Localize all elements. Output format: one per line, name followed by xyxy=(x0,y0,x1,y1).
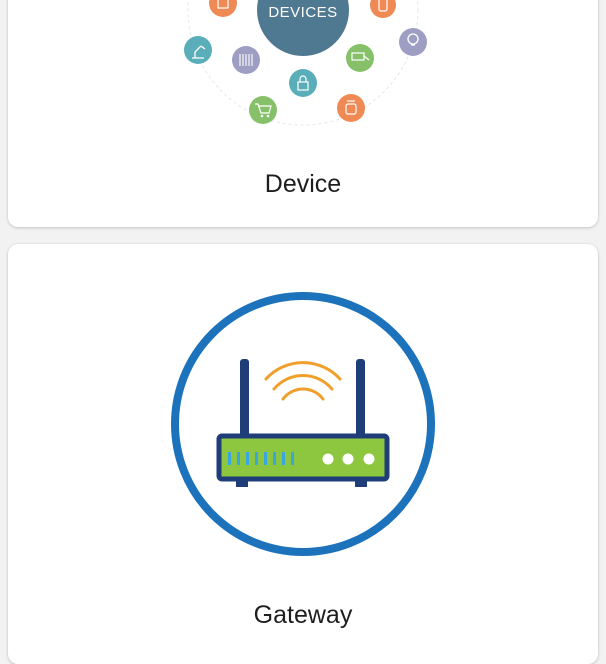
router-body xyxy=(216,433,390,482)
wifi-signal-icon xyxy=(264,361,342,401)
radiator-icon xyxy=(232,46,260,74)
gateway-router-icon xyxy=(171,292,435,556)
gateway-card-label: Gateway xyxy=(253,601,353,629)
jar-icon xyxy=(337,94,365,122)
device-card-label: Device xyxy=(264,170,342,198)
robot-arm-icon xyxy=(184,36,212,64)
device-card[interactable]: DEVICES xyxy=(8,0,598,227)
devices-illustration: DEVICES xyxy=(184,0,427,126)
bulb-icon xyxy=(399,28,427,56)
camera-icon xyxy=(346,44,374,72)
port-leds xyxy=(228,452,294,465)
lock-icon xyxy=(289,69,317,97)
gateway-card[interactable]: Gateway xyxy=(8,244,598,664)
right-antenna xyxy=(356,359,365,439)
thermostat-icon xyxy=(370,0,396,18)
left-antenna xyxy=(240,359,249,439)
devices-hub xyxy=(257,0,349,56)
gateway-ring xyxy=(171,292,435,556)
cart-icon xyxy=(249,96,277,124)
status-dots xyxy=(322,453,375,465)
fridge-icon xyxy=(209,0,237,17)
devices-hub-label: DEVICES xyxy=(268,4,337,21)
